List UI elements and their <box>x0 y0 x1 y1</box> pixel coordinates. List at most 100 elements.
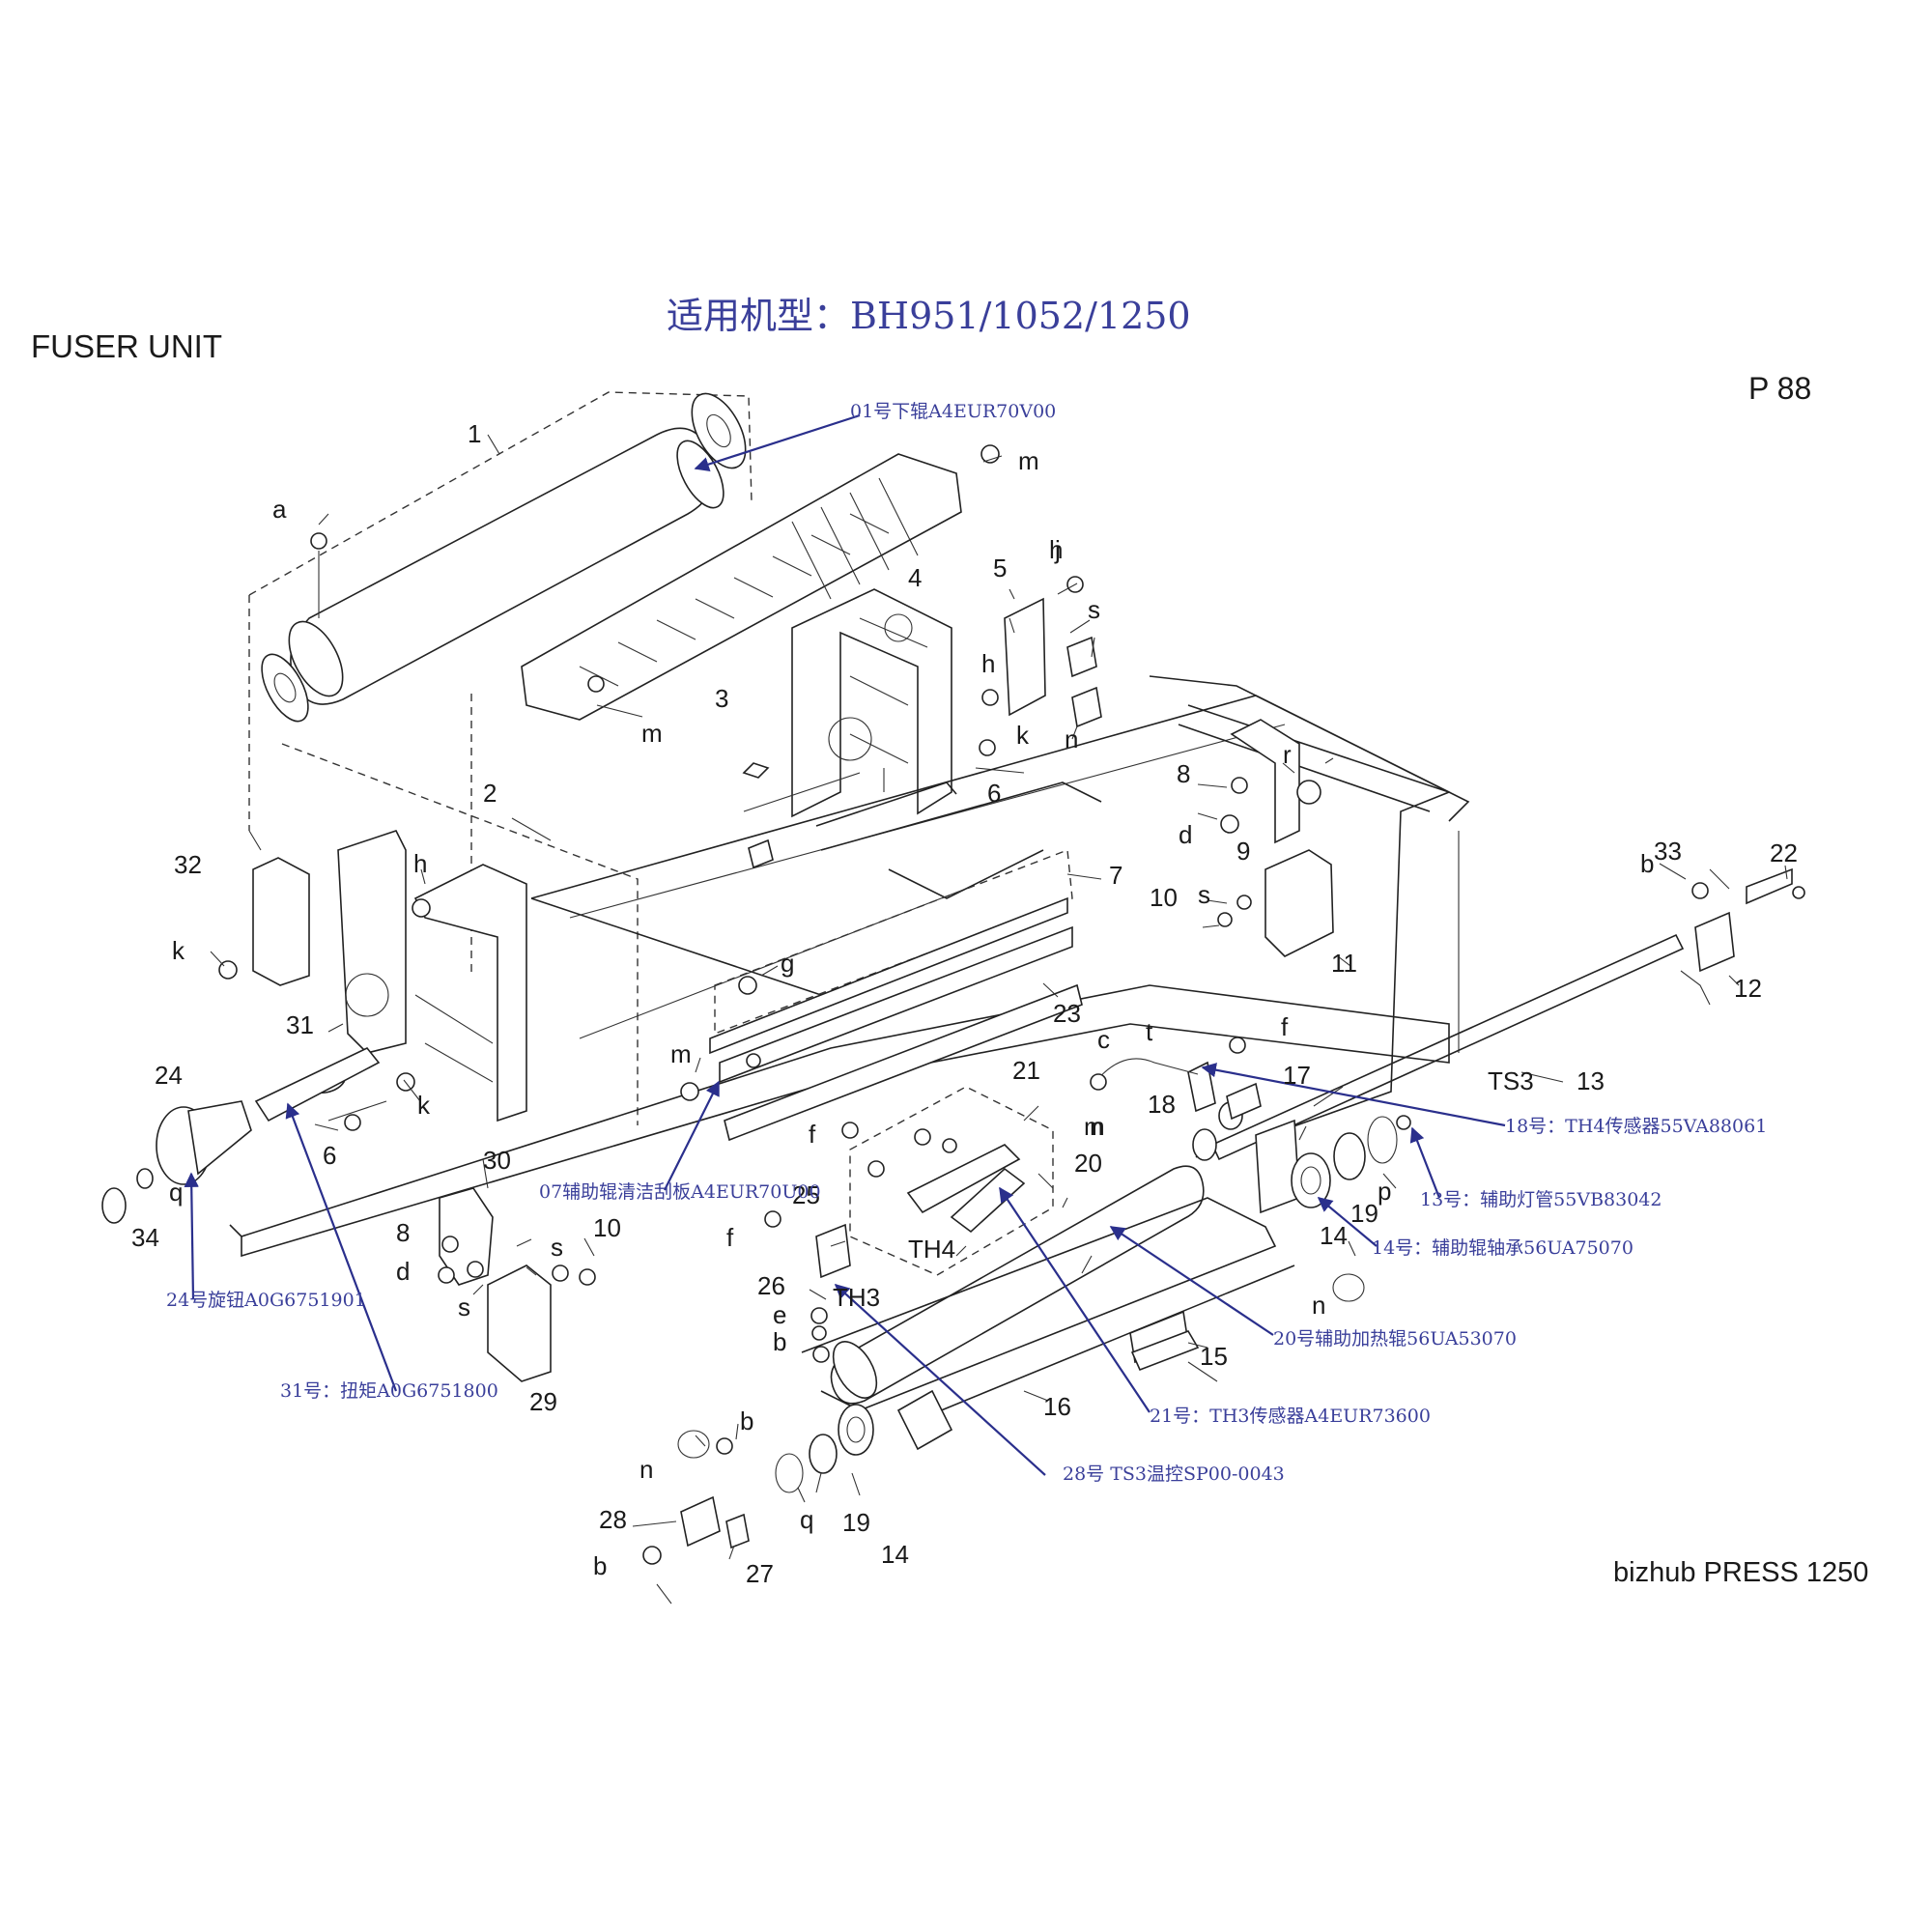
applicable-models-title: 适用机型：BH951/1052/1250 <box>667 295 1191 337</box>
annotation-part-18: 18号：TH4传感器55VA88061 <box>1505 1116 1767 1137</box>
annotation-part-21: 21号：TH3传感器A4EUR73600 <box>1150 1406 1431 1427</box>
right-side-frame <box>791 576 1102 818</box>
annotation-part-28: 28号 TS3温控SP00-0043 <box>1063 1463 1285 1485</box>
part-label: 6 <box>323 1141 336 1170</box>
part-label: 18 <box>1148 1090 1176 1119</box>
annotation-part-13: 13号：辅助灯管55VB83042 <box>1420 1189 1662 1210</box>
part-label: b <box>773 1327 786 1356</box>
annotation-part-31: 31号：扭矩A0G6751800 <box>280 1380 498 1402</box>
part-label: 17 <box>1283 1061 1311 1090</box>
unit-title: FUSER UNIT <box>31 328 222 364</box>
part-label: 32 <box>174 850 202 879</box>
part-label: b <box>593 1551 607 1580</box>
part-label: m <box>670 1039 692 1068</box>
part-label: TS3 <box>1488 1066 1534 1095</box>
part-label: c <box>1097 1025 1110 1054</box>
part-label: 30 <box>483 1146 511 1175</box>
guide-plate <box>521 444 1000 721</box>
part-label: n <box>1065 724 1078 753</box>
left-side-frame <box>101 830 596 1382</box>
part-label: 34 <box>131 1223 159 1252</box>
annotation-part-24: 24号旋钮A0G6751901 <box>166 1290 366 1311</box>
part-label: b <box>1640 849 1654 878</box>
page-number: P 88 <box>1748 371 1812 406</box>
annotation-part-01: 01号下辊A4EUR70V00 <box>850 401 1056 422</box>
part-label: p <box>1378 1177 1391 1206</box>
part-label: 3 <box>715 684 728 713</box>
assist-heating-roller <box>801 1165 1295 1451</box>
part-label: TH4 <box>908 1235 955 1264</box>
part-label: h <box>1049 535 1063 564</box>
part-label: g <box>781 949 794 978</box>
part-label: n <box>639 1455 653 1484</box>
part-label: 13 <box>1577 1066 1605 1095</box>
part-label: 5 <box>993 554 1007 582</box>
part-label: 19 <box>842 1508 870 1537</box>
part-label: k <box>172 936 185 965</box>
part-label: 14 <box>881 1540 909 1569</box>
part-label-layer: 1 2 3 4 5 6 6 7 8 8 9 10 10 11 12 13 14 … <box>131 419 1798 1588</box>
cleaning-blade-assembly <box>680 849 1083 1142</box>
part-label: d <box>396 1257 410 1286</box>
part-label: k <box>1016 721 1030 750</box>
part-label: b <box>740 1406 753 1435</box>
part-label: t <box>1146 1017 1153 1046</box>
part-label: 27 <box>746 1559 774 1588</box>
part-label: 28 <box>599 1505 627 1534</box>
part-label: f <box>809 1120 816 1149</box>
part-label: 15 <box>1200 1342 1228 1371</box>
part-label: 8 <box>396 1218 410 1247</box>
part-label: 2 <box>483 779 497 808</box>
part-label: s <box>458 1293 470 1321</box>
right-bracket <box>1217 719 1334 957</box>
part-label: n <box>1090 1112 1103 1141</box>
part-label: k <box>417 1091 431 1120</box>
part-label: 1 <box>468 419 481 448</box>
part-label: 19 <box>1350 1199 1378 1228</box>
part-label: h <box>413 849 427 878</box>
part-label: 16 <box>1043 1392 1071 1421</box>
part-label: s <box>551 1233 563 1262</box>
part-label: q <box>800 1505 813 1534</box>
upper-roller-assembly <box>248 391 753 1125</box>
part-label: 7 <box>1109 861 1122 890</box>
part-label: 4 <box>908 563 922 592</box>
part-label: 22 <box>1770 838 1798 867</box>
part-label: a <box>272 495 287 524</box>
leader-lines <box>210 434 1788 1605</box>
part-label: q <box>169 1178 183 1207</box>
part-label: 10 <box>1150 883 1178 912</box>
part-label: f <box>726 1223 734 1252</box>
part-label: f <box>1281 1012 1289 1041</box>
annotation-arrows <box>184 413 1506 1476</box>
part-label: d <box>1179 820 1192 849</box>
annotation-part-14: 14号：辅助辊轴承56UA75070 <box>1372 1237 1634 1259</box>
part-label: 8 <box>1177 759 1190 788</box>
product-name: bizhub PRESS 1250 <box>1613 1557 1869 1588</box>
part-label: 26 <box>757 1271 785 1300</box>
part-label: m <box>641 719 663 748</box>
part-label: s <box>1088 595 1100 624</box>
part-label: s <box>1198 880 1210 909</box>
part-label: j <box>1054 535 1061 564</box>
part-label: 29 <box>529 1387 557 1416</box>
part-label: h <box>981 649 995 678</box>
part-label: 33 <box>1654 837 1682 866</box>
th3-sensor-assembly <box>841 1086 1054 1276</box>
part-label: 9 <box>1236 837 1250 866</box>
part-label: 31 <box>286 1010 314 1039</box>
part-label: 23 <box>1053 999 1081 1028</box>
part-label: r <box>1283 740 1292 769</box>
part-label: 10 <box>593 1213 621 1242</box>
base-bed <box>229 675 1470 1258</box>
part-label: 6 <box>987 779 1001 808</box>
bearing-set-left <box>642 1404 874 1565</box>
bearing-set-right <box>1192 1101 1398 1302</box>
part-label: m <box>1084 1112 1105 1141</box>
ts3-thermostat-assembly <box>764 1210 851 1363</box>
part-label: 12 <box>1734 974 1762 1003</box>
part-label: 20 <box>1074 1149 1102 1178</box>
annotation-text-layer: 01号下辊A4EUR70V00 07辅助辊清洁刮板A4EUR70U00 13号：… <box>166 401 1767 1485</box>
